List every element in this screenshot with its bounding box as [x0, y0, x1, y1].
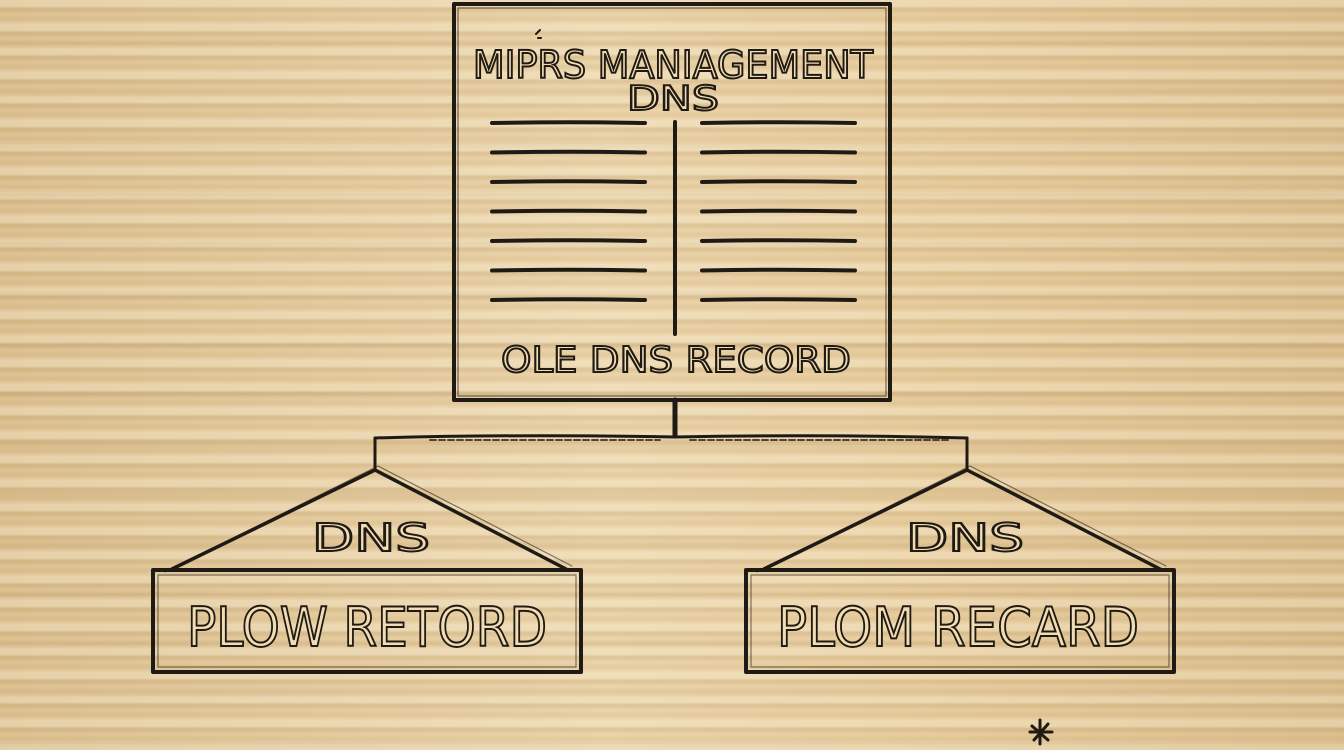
top-box-title-line2: DNS: [627, 79, 719, 119]
tree-connectors: [373, 397, 969, 472]
document-row-lines: [490, 120, 857, 302]
row-line-right: [700, 297, 857, 302]
row-line-right: [700, 238, 857, 243]
right-roof-sketch: [756, 465, 1167, 573]
left-roof-label: DNS: [312, 516, 430, 560]
left-record-node: DNS PLOW RETORD: [151, 465, 583, 674]
horizontal-connector: [373, 434, 969, 440]
left-record-box-inner: [157, 574, 577, 668]
right-record-box: [744, 568, 1176, 674]
row-line-left: [490, 179, 647, 184]
row-line-right: [700, 120, 857, 125]
left-roof: [170, 468, 568, 571]
row-line-right: [700, 149, 857, 155]
row-line-left: [490, 149, 647, 155]
row-line-left: [490, 238, 647, 243]
right-roof: [762, 468, 1162, 571]
top-document-box: MIPRS MANIAGEMENT DNS OLE DNS RECORD: [452, 2, 892, 402]
row-line-left: [490, 297, 647, 302]
left-record-label: PLOW RETORD: [187, 596, 547, 659]
ink-splat: [1028, 718, 1054, 746]
row-line-right: [700, 179, 857, 184]
right-record-box-inner: [750, 574, 1170, 668]
right-record-label: PLOM RECARD: [777, 596, 1139, 659]
row-line-left: [490, 120, 647, 125]
top-box-footer: OLE DNS RECORD: [501, 340, 851, 381]
row-line-right: [700, 208, 857, 214]
left-record-box: [151, 568, 583, 674]
top-box-outline: [452, 2, 892, 402]
top-box-inner-outline: [457, 7, 887, 397]
ink-mark: [535, 29, 542, 39]
left-roof-sketch: [164, 465, 573, 573]
right-record-node: DNS PLOM RECARD: [744, 465, 1176, 674]
row-line-left: [490, 208, 647, 214]
top-box-title-line1: MIPRS MANIAGEMENT: [473, 43, 874, 87]
row-line-right: [700, 267, 857, 273]
row-line-left: [490, 267, 647, 273]
right-roof-label: DNS: [906, 516, 1024, 560]
